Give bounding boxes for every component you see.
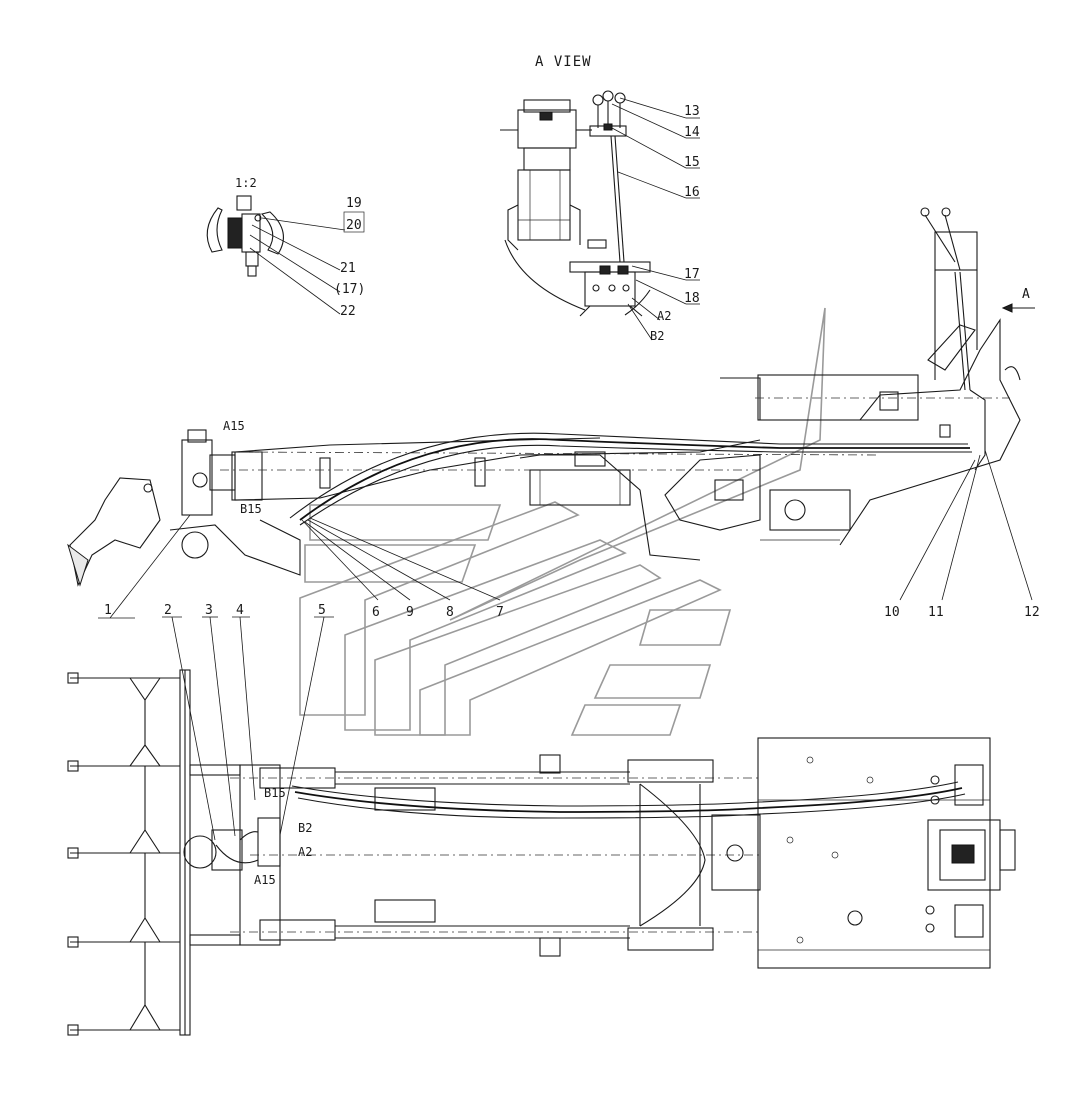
- port-label-b2-view: B2: [650, 329, 664, 343]
- top-view: B15 B2 A2 A15 2 3 4 5: [67, 603, 1016, 1036]
- control-console: [925, 764, 1016, 938]
- arrow-label-a: A: [1022, 287, 1030, 302]
- port-label-a2-top: A2: [298, 845, 312, 859]
- callout-21: 21: [340, 261, 356, 276]
- port-label-b15-side: B15: [240, 502, 262, 516]
- callout-6: 6: [372, 605, 380, 620]
- port-label-a2-view: A2: [657, 309, 671, 323]
- port-label-a15-top: A15: [254, 873, 276, 887]
- callout-18: 18: [684, 291, 700, 306]
- callout-13: 13: [684, 104, 700, 119]
- callout-17: 17: [684, 267, 700, 282]
- callout-8: 8: [446, 605, 454, 620]
- watermark-logo: [299, 307, 826, 736]
- callout-22: 22: [340, 304, 356, 319]
- callout-20: 20: [346, 218, 362, 233]
- a-view-title: A VIEW: [535, 54, 592, 70]
- a-view-detail: A VIEW: [500, 54, 700, 343]
- callout-7: 7: [496, 605, 504, 620]
- scale-label: 1:2: [235, 176, 257, 190]
- callout-2: 2: [164, 603, 172, 618]
- side-view: A15 B15: [67, 207, 1040, 620]
- port-label-a15-side: A15: [223, 419, 245, 433]
- callout-4: 4: [236, 603, 244, 618]
- callout-15: 15: [684, 155, 700, 170]
- callout-10: 10: [884, 605, 900, 620]
- callout-11: 11: [928, 605, 944, 620]
- callout-16: 16: [684, 185, 700, 200]
- callout-12: 12: [1024, 605, 1040, 620]
- callout-19: 19: [346, 196, 362, 211]
- port-label-b2-top: B2: [298, 821, 312, 835]
- callout-3: 3: [205, 603, 213, 618]
- control-levers: [589, 90, 627, 137]
- ripper-shanks: [67, 672, 180, 1036]
- multi-way-valve: [569, 239, 651, 317]
- callout-17-ref: (17): [334, 282, 365, 297]
- callout-9: 9: [406, 605, 414, 620]
- callout-1: 1: [104, 603, 112, 618]
- scale-1-2-detail: 1:2 19 20 21 (17) 22: [206, 176, 365, 319]
- port-label-b15-top: B15: [264, 786, 286, 800]
- callout-5: 5: [318, 603, 326, 618]
- callout-14: 14: [684, 125, 700, 140]
